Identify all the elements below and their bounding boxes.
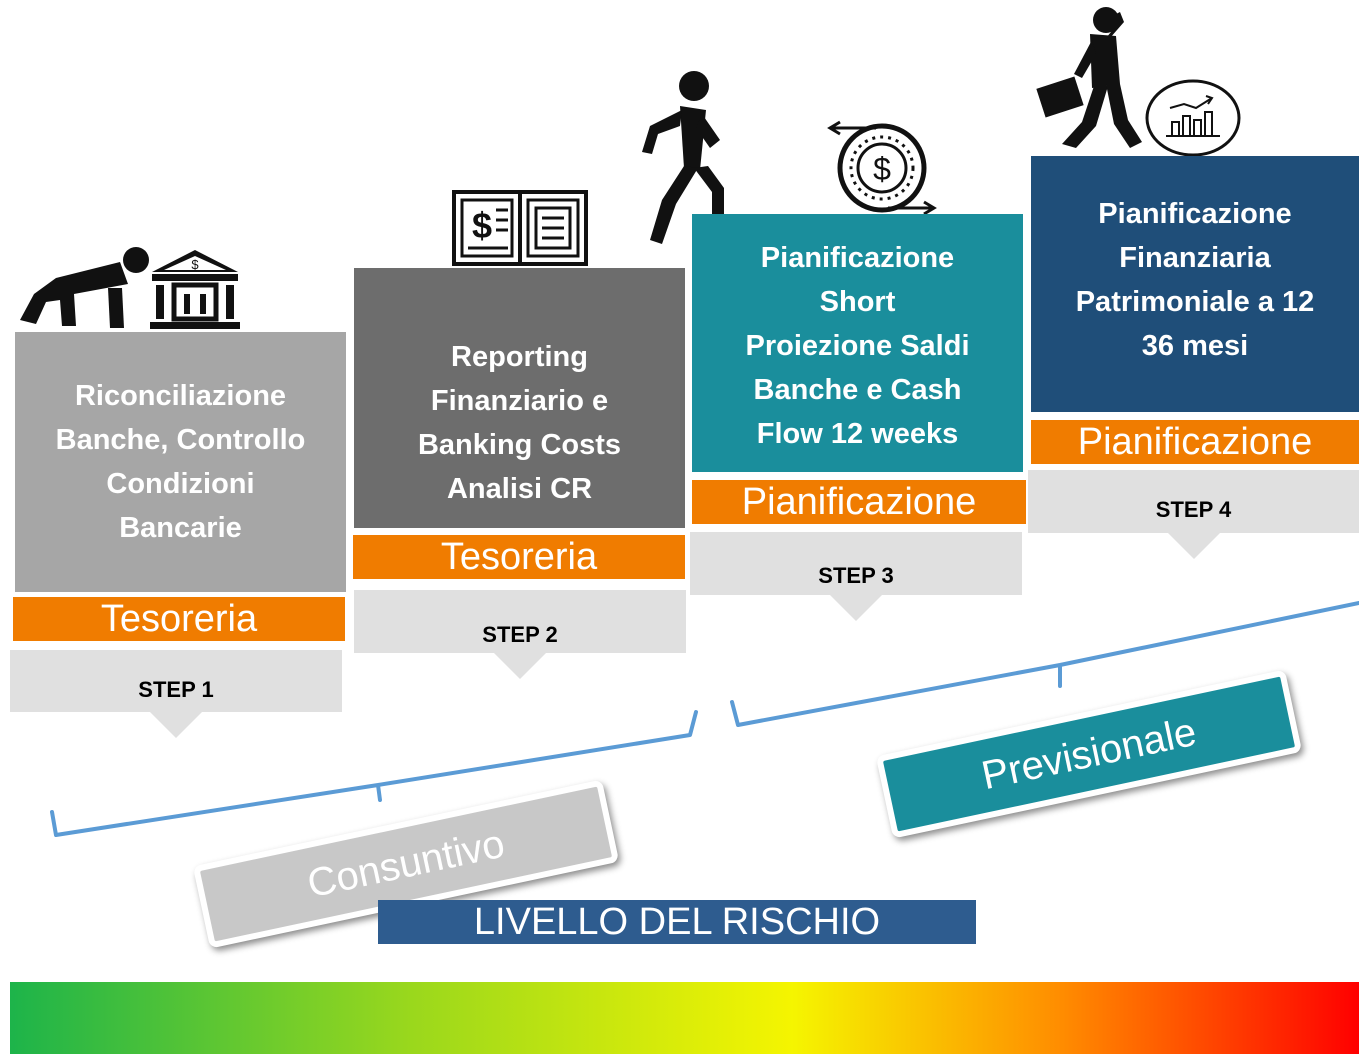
- step-2-tab: [354, 590, 686, 653]
- svg-text:$: $: [191, 257, 199, 272]
- bank-icon: $: [150, 250, 240, 329]
- step-3-band: Pianificazione: [692, 480, 1026, 524]
- step-4-line-1: Pianificazione: [1098, 198, 1292, 230]
- step-4-label: STEP 4: [1155, 497, 1232, 522]
- step-1-tab-pointer: [150, 712, 202, 738]
- step-3-tab-pointer: [830, 595, 882, 621]
- step-4-band: Pianificazione: [1031, 420, 1359, 464]
- step-2-line-3: Banking Costs: [417, 429, 622, 461]
- step-2-line-2: Finanziario e: [430, 385, 609, 417]
- climbing-person-icon: [642, 71, 724, 244]
- step-4-description-box: Pianificazione Finanziaria Patrimoniale …: [1031, 156, 1359, 412]
- risk-gradient-bar: [10, 982, 1359, 1054]
- step-3-line-2: Short: [819, 286, 896, 318]
- step-2-description-box: Reporting Finanziario e Banking Costs An…: [354, 268, 685, 528]
- step-2-line-1: Reporting: [451, 341, 588, 373]
- step-3-line-3: Proiezione Saldi: [745, 330, 970, 362]
- step-3-label: STEP 3: [818, 563, 894, 588]
- step-4-tab: [1028, 470, 1359, 533]
- step-1-line-4: Bancarie: [119, 512, 242, 544]
- svg-text:$: $: [472, 205, 492, 246]
- cash-flow-coin-icon: $: [827, 120, 937, 216]
- crawling-person-icon: [20, 247, 149, 328]
- step-3-description-box: Pianificazione Short Proiezione Saldi Ba…: [692, 214, 1023, 472]
- step-2-label: STEP 2: [482, 622, 558, 647]
- step-4-line-3: Patrimoniale a 12: [1075, 286, 1315, 318]
- step-4-line-4: 36 mesi: [1141, 330, 1249, 362]
- step-3-line-1: Pianificazione: [760, 242, 955, 274]
- step-1-line-2: Banche, Controllo: [55, 424, 306, 456]
- step-2-band: Tesoreria: [353, 535, 685, 579]
- growth-chart-icon: [1145, 79, 1241, 157]
- step-1-description-box: Riconciliazione Banche, Controllo Condiz…: [15, 332, 346, 592]
- step-3-line-5: Flow 12 weeks: [756, 418, 959, 450]
- step-2-line-4: Analisi CR: [446, 473, 593, 505]
- ledger-book-icon: $: [452, 190, 588, 266]
- risk-level-title: LIVELLO DEL RISCHIO: [378, 900, 976, 944]
- businessman-walking-icon: [1036, 7, 1142, 148]
- step-1-tab: [10, 650, 342, 712]
- step-1-line-1: Riconciliazione: [74, 380, 287, 412]
- step-3-tab: [690, 532, 1022, 595]
- step-1-line-3: Condizioni: [106, 468, 255, 500]
- step-3-line-4: Banche e Cash: [753, 374, 962, 406]
- step-2-tab-pointer: [494, 653, 546, 679]
- step-1-label: STEP 1: [138, 677, 214, 702]
- step-4-tab-pointer: [1168, 533, 1220, 559]
- step-4-line-2: Finanziaria: [1119, 242, 1271, 274]
- svg-text:$: $: [873, 151, 891, 187]
- step-1-band: Tesoreria: [13, 597, 345, 641]
